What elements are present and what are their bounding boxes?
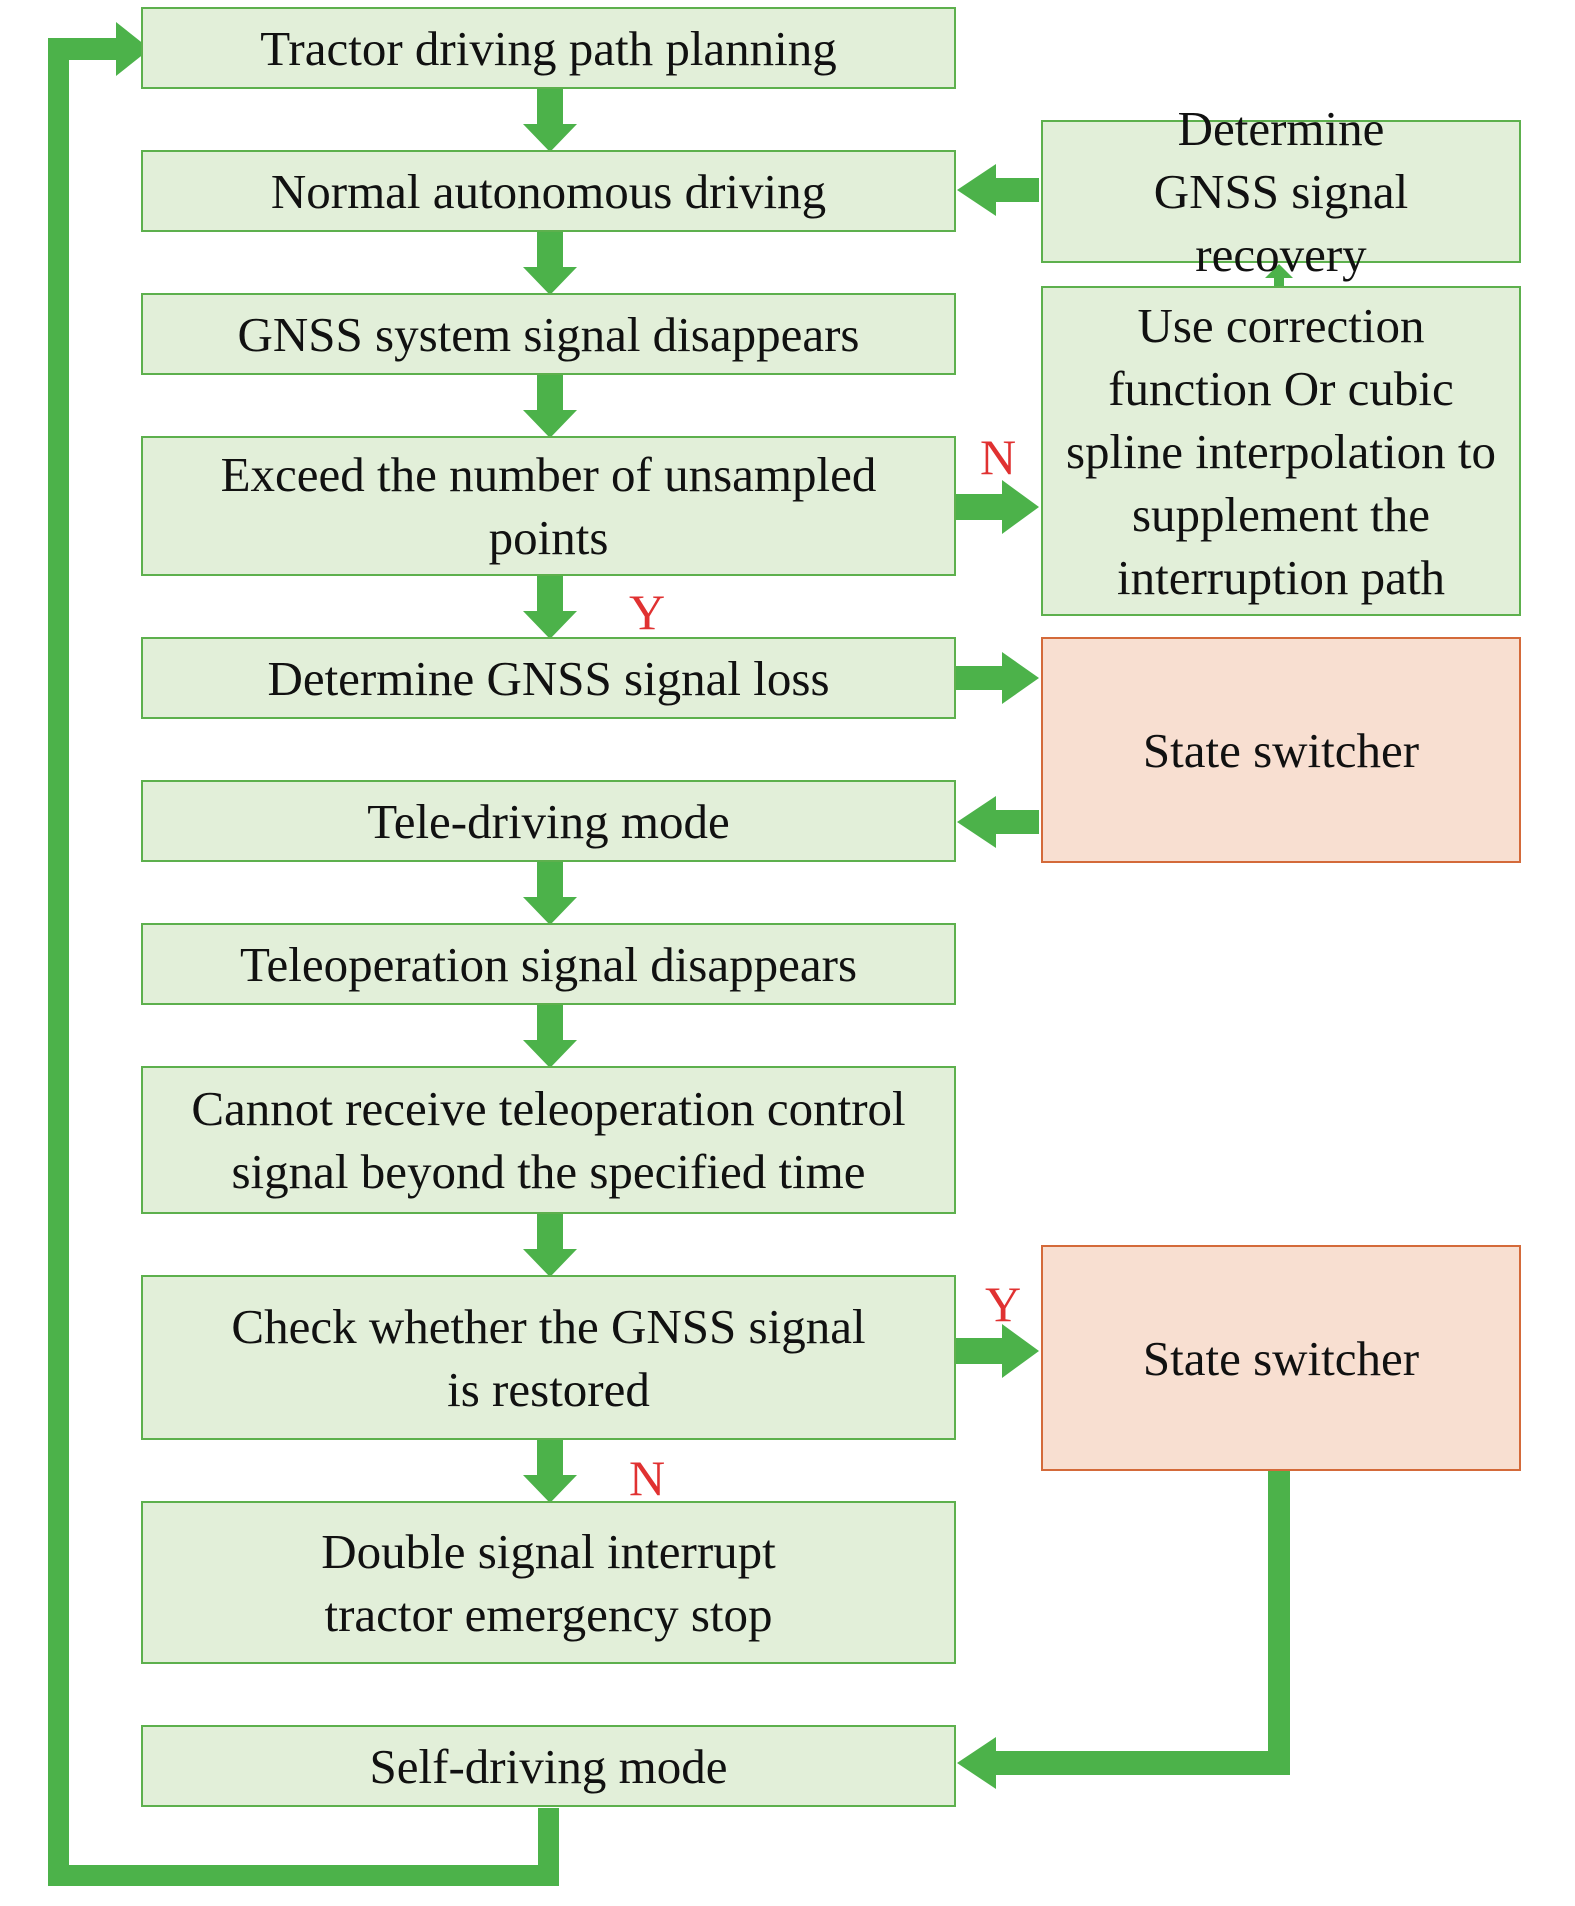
arrow-teleop-disappears-to-cannot <box>523 1005 577 1068</box>
tele-mode-text: Tele-driving mode <box>367 793 730 849</box>
use-correction-box: Use correction function Or cubic spline … <box>1041 286 1521 616</box>
self-driving-box: Self-driving mode <box>141 1725 956 1807</box>
emergency-stop-text: Double signal interrupt tractor emergenc… <box>321 1523 776 1642</box>
cannot-receive-box: Cannot receive teleoperation control sig… <box>141 1066 956 1214</box>
arrow-switcher-to-tele <box>957 796 1039 848</box>
arrow-correction-to-recovery <box>1265 264 1293 286</box>
arrow-check-to-stop <box>523 1440 577 1503</box>
check-restored-box: Check whether the GNSS signal is restore… <box>141 1275 956 1440</box>
arrow-gnss-disappears-to-exceed <box>523 375 577 438</box>
state-switcher-1-text: State switcher <box>1142 722 1420 778</box>
arrow-loss-to-switcher <box>955 652 1039 704</box>
determine-loss-box: Determine GNSS signal loss <box>141 637 956 719</box>
path-planning-text: Tractor driving path planning <box>260 20 837 76</box>
arrow-cannot-to-check <box>523 1214 577 1277</box>
determine-recovery-text: Determine GNSS signal recovery <box>1153 101 1409 282</box>
restored-yes-label: Y <box>985 1276 1022 1332</box>
tele-mode-box: Tele-driving mode <box>141 780 956 862</box>
arrow-check-to-switcher <box>955 1324 1039 1378</box>
arrow-switcher-to-self-driving <box>957 1471 1290 1789</box>
determine-recovery-box: Determine GNSS signal recovery <box>1041 101 1521 282</box>
check-restored-text: Check whether the GNSS signal is restore… <box>231 1298 866 1417</box>
determine-loss-text: Determine GNSS signal loss <box>267 650 830 706</box>
arrow-exceed-to-correction <box>955 480 1039 534</box>
arrow-normal-to-gnss-disappears <box>523 232 577 295</box>
state-switcher-2-text: State switcher <box>1142 1330 1420 1386</box>
exceed-unsampled-text: Exceed the number of unsampled points <box>220 447 877 565</box>
arrow-tele-to-teleop-disappears <box>523 862 577 925</box>
gnss-disappears-box: GNSS system signal disappears <box>141 293 956 375</box>
gnss-disappears-text: GNSS system signal disappears <box>237 306 860 362</box>
exceed-yes-label: Y <box>629 584 666 640</box>
arrow-recovery-to-normal <box>957 164 1039 216</box>
path-planning-box: Tractor driving path planning <box>141 7 956 89</box>
cannot-receive-text: Cannot receive teleoperation control sig… <box>191 1081 906 1199</box>
self-driving-text: Self-driving mode <box>369 1738 728 1794</box>
exceed-no-label: N <box>980 429 1017 485</box>
arrow-planning-to-normal <box>523 89 577 152</box>
normal-driving-text: Normal autonomous driving <box>270 163 827 219</box>
teleop-disappears-text: Teleoperation signal disappears <box>239 936 858 992</box>
arrow-exceed-to-loss <box>523 576 577 639</box>
normal-driving-box: Normal autonomous driving <box>141 150 956 232</box>
emergency-stop-box: Double signal interrupt tractor emergenc… <box>141 1501 956 1664</box>
exceed-unsampled-box: Exceed the number of unsampled points <box>141 436 956 576</box>
restored-no-label: N <box>629 1450 666 1506</box>
teleop-disappears-box: Teleoperation signal disappears <box>141 923 956 1005</box>
use-correction-text: Use correction function Or cubic spline … <box>1065 297 1497 605</box>
state-switcher-1-box: State switcher <box>1041 637 1521 863</box>
state-switcher-2-box: State switcher <box>1041 1245 1521 1471</box>
